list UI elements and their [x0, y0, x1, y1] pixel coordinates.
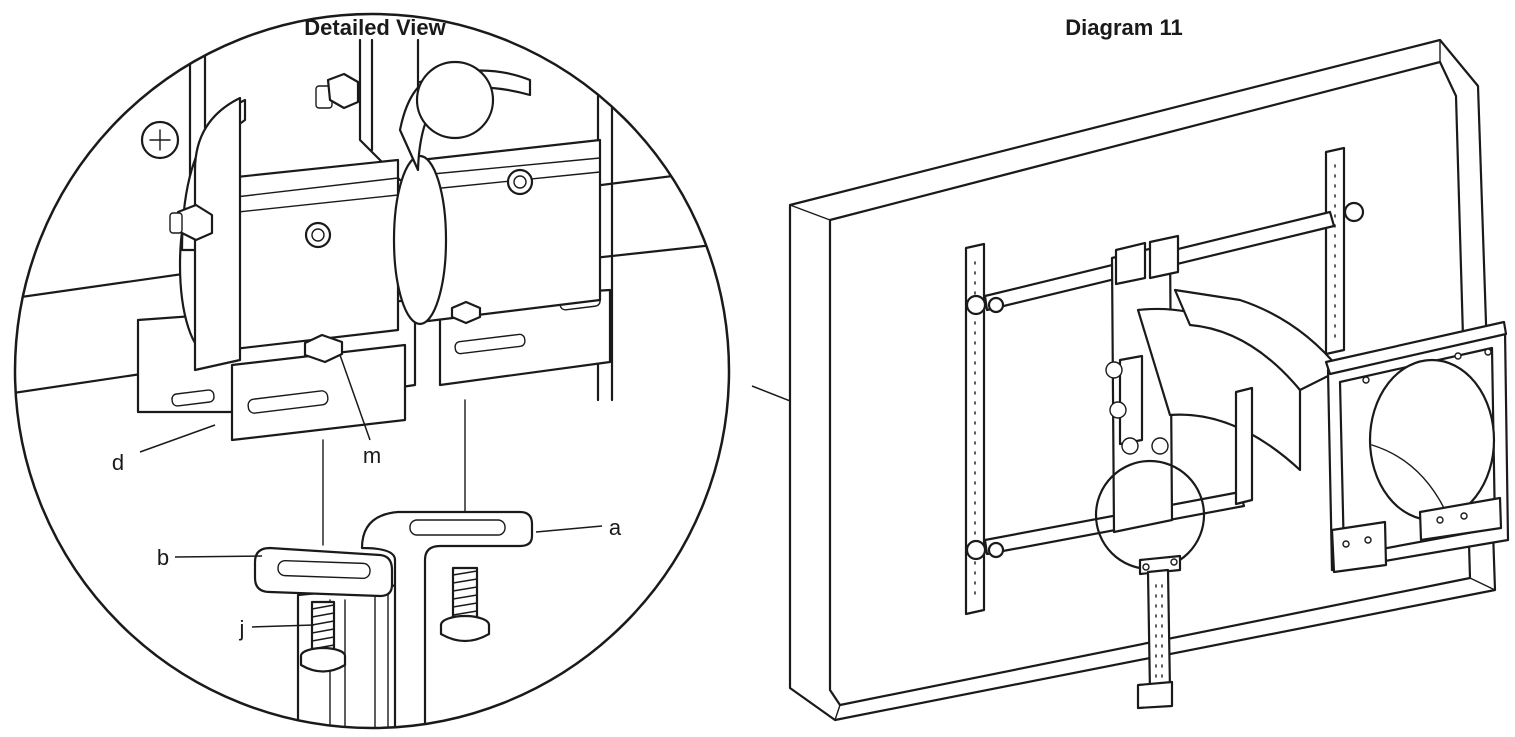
detail-lower-bracket — [253, 510, 534, 728]
overview-tv-plate — [1324, 320, 1510, 574]
detail-left-housing — [136, 98, 417, 442]
detail-circle-outline — [13, 12, 731, 730]
callout-j: j — [239, 616, 245, 641]
detail-view: d m a b j — [13, 12, 731, 730]
overview-swing-arm — [1136, 288, 1342, 506]
overview-clip-upper-left — [987, 296, 1005, 314]
overview-diagram — [788, 38, 1510, 722]
leader-m — [339, 354, 371, 441]
detail-top-bolt — [315, 72, 360, 110]
leader-d — [139, 424, 216, 453]
overview-knob-upper-left — [965, 294, 987, 316]
nut-m-right — [450, 300, 482, 325]
callout-a: a — [609, 515, 622, 540]
leader-a — [535, 525, 603, 533]
overview-knob-upper-right — [1343, 201, 1365, 223]
detail-right-housing — [392, 60, 612, 387]
overview-hanging-bracket — [1136, 554, 1182, 710]
overview-right-rail — [1324, 146, 1346, 356]
leader-b — [174, 555, 263, 558]
screw-j — [299, 600, 347, 673]
leader-j — [251, 624, 315, 628]
callout-m: m — [363, 443, 381, 468]
overview-knob-lower-left — [965, 539, 987, 561]
overview-clip-lower-left — [987, 541, 1005, 559]
detail-left-side-plate — [140, 96, 242, 372]
callout-b: b — [157, 545, 169, 570]
screw-a — [439, 566, 491, 643]
diagram-title: Diagram 11 — [1065, 15, 1182, 40]
callout-d: d — [112, 450, 124, 475]
nut-m — [303, 333, 344, 364]
detail-view-title: Detailed View — [304, 15, 446, 40]
